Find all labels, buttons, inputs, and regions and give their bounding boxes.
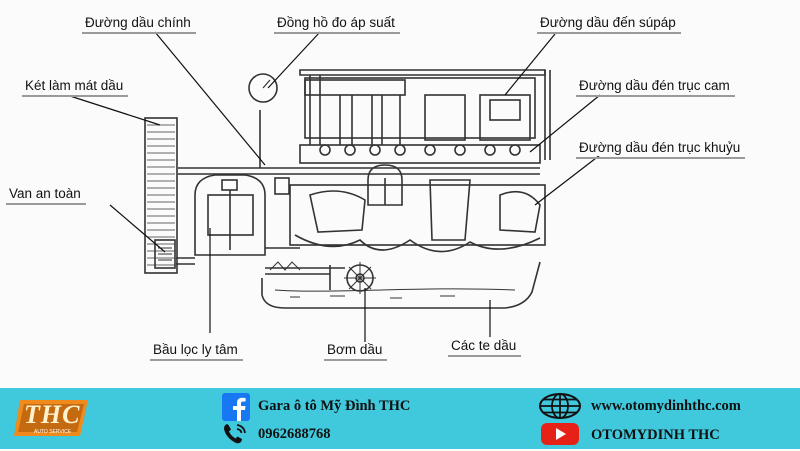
label-safety-valve: Van an toàn <box>6 186 86 205</box>
label-oil-pan: Các te dầu <box>448 338 522 357</box>
lubrication-system-diagram: Đường dầu chính Đồng hồ đo áp suất Đường… <box>6 15 746 361</box>
label-valve-oil-line: Đường dầu đến súpáp <box>537 15 681 34</box>
label-main-oil-line: Đường dầu chính <box>82 15 196 34</box>
safety-valve-shape <box>154 239 176 269</box>
phone-icon <box>222 422 248 446</box>
logo-subtext: AUTO SERVICE <box>34 429 72 435</box>
facebook-page-name[interactable]: Gara ô tô Mỹ Đình THC <box>258 398 411 414</box>
label-pressure-gauge: Đồng hồ đo áp suất <box>274 15 400 34</box>
label-camshaft-oil-line: Đường dầu đén trục cam <box>576 78 735 97</box>
thc-logo: THC AUTO SERVICE <box>14 396 90 440</box>
logo-text: THC <box>24 400 81 429</box>
website-link[interactable]: www.otomydinhthc.com <box>591 398 741 414</box>
label-oil-cooler: Két làm mát dầu <box>22 78 129 97</box>
label-crankshaft-oil-line: Đường dầu đén trục khuỷu <box>576 140 746 159</box>
centrifugal-filter-shape <box>194 174 266 256</box>
youtube-channel[interactable]: OTOMYDINH THC <box>591 427 720 443</box>
globe-icon <box>538 392 582 420</box>
oil-cooler-shape <box>144 117 178 274</box>
phone-number[interactable]: 0962688768 <box>258 426 331 442</box>
oil-pan-shape <box>261 261 541 309</box>
pressure-gauge-shape <box>248 73 278 103</box>
label-oil-pump: Bơm dầu <box>324 342 388 361</box>
youtube-icon <box>540 422 580 446</box>
main-oil-gallery <box>178 167 540 175</box>
contact-footer: THC AUTO SERVICE Gara ô tô Mỹ Đình THC 0… <box>0 388 800 449</box>
label-centrifugal-filter: Bầu lọc ly tâm <box>150 342 243 361</box>
engine-drawing <box>69 31 601 345</box>
facebook-icon <box>222 393 250 421</box>
